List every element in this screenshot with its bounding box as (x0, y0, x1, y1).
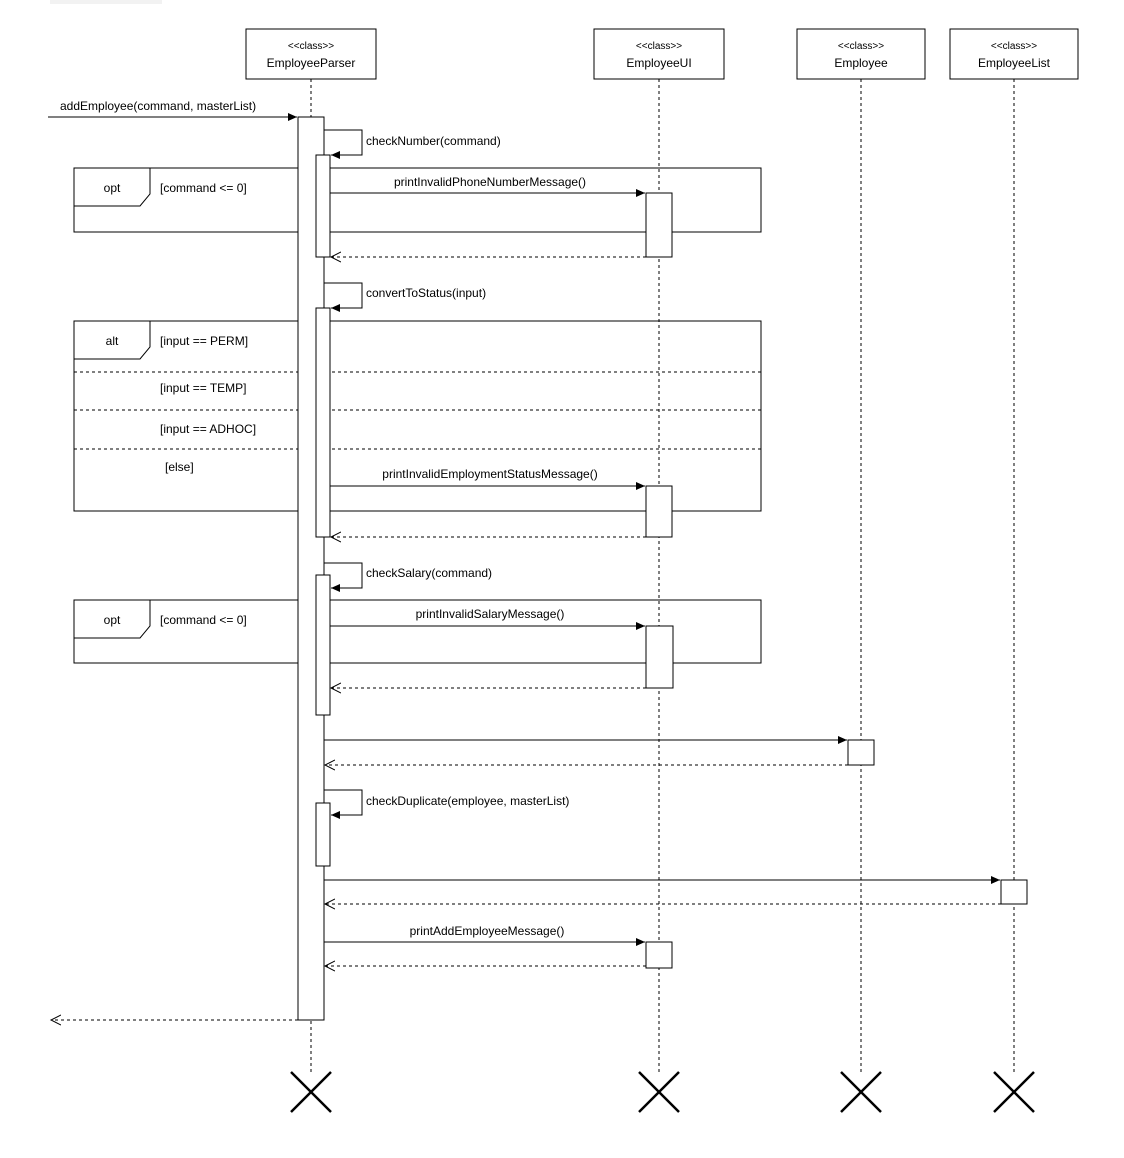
activation-ui (645, 625, 674, 689)
activation-nested (315, 574, 331, 716)
lifeline-employee: <<class>> Employee (796, 28, 926, 1075)
message-label: convertToStatus(input) (366, 286, 486, 300)
message-label: checkNumber(command) (366, 134, 501, 148)
activation-ui (645, 485, 673, 538)
message-label: printAddEmployeeMessage() (410, 924, 565, 938)
activation-employee (847, 739, 875, 766)
alt-fragment-status: alt [input == PERM] [input == TEMP] [inp… (73, 320, 762, 512)
self-call-arrow (324, 282, 363, 312)
opt-fragment-salary: opt [command <= 0] (73, 599, 762, 664)
fragment-guard: [command <= 0] (160, 613, 247, 627)
self-call-arrow (324, 789, 363, 819)
activation-employee-list (1000, 879, 1028, 905)
fragment-guard: [input == TEMP] (160, 381, 247, 395)
destroy-icon (638, 1071, 680, 1113)
fragment-guard: [input == PERM] (160, 334, 248, 348)
message-label: checkSalary(command) (366, 566, 492, 580)
stereotype-label: <<class>> (991, 41, 1037, 52)
fragment-operator: opt (104, 181, 121, 195)
lifeline-name: EmployeeUI (626, 56, 691, 70)
lifeline-name: Employee (834, 56, 888, 70)
fragment-operator: alt (106, 334, 119, 348)
lifeline-employee-list: <<class>> EmployeeList (949, 28, 1079, 1075)
activation-nested (315, 802, 331, 867)
message-label: printInvalidSalaryMessage() (416, 607, 565, 621)
stereotype-label: <<class>> (288, 41, 334, 52)
activation-nested (315, 154, 331, 258)
activation-nested (315, 307, 331, 538)
message-label: checkDuplicate(employee, masterList) (366, 794, 569, 808)
message-label: addEmployee(command, masterList) (60, 99, 256, 113)
message-label: printInvalidPhoneNumberMessage() (394, 175, 586, 189)
lifeline-name: EmployeeParser (267, 56, 356, 70)
fragment-guard: [command <= 0] (160, 181, 247, 195)
destroy-icon (290, 1071, 332, 1113)
stereotype-label: <<class>> (636, 41, 682, 52)
fragment-guard: [input == ADHOC] (160, 422, 256, 436)
opt-fragment-phone: opt [command <= 0] (73, 167, 762, 233)
destroy-icon (993, 1071, 1035, 1113)
activation-ui (645, 192, 673, 258)
activation-parser (297, 116, 325, 1021)
self-call-arrow (324, 562, 363, 592)
self-call-arrow (324, 129, 363, 159)
stereotype-label: <<class>> (838, 41, 884, 52)
fragment-guard: [else] (165, 460, 194, 474)
activation-ui (645, 941, 673, 969)
fragment-operator: opt (104, 613, 121, 627)
lifeline-name: EmployeeList (978, 56, 1051, 70)
destroy-icon (840, 1071, 882, 1113)
message-label: printInvalidEmploymentStatusMessage() (382, 467, 597, 481)
top-fragment (50, 0, 162, 4)
lifeline-employee-ui: <<class>> EmployeeUI (593, 28, 725, 1075)
